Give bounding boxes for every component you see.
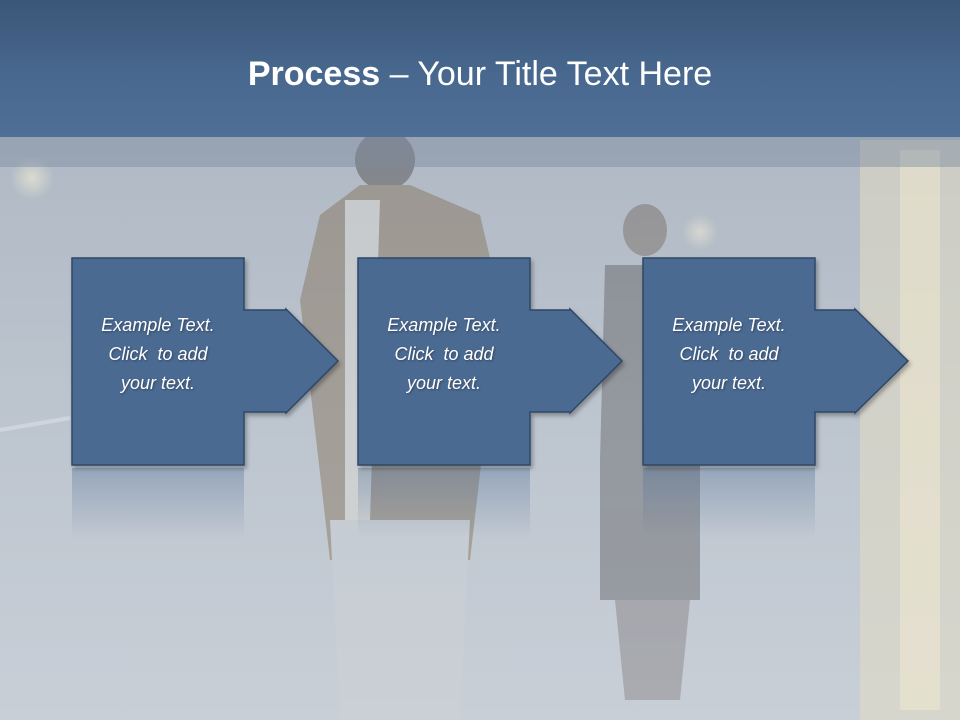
process-step-shape[interactable] [357, 257, 624, 466]
step-line: your text. [406, 373, 482, 393]
title-separator: – [380, 55, 418, 93]
step-line: Example Text. [101, 315, 215, 335]
process-step-text[interactable]: Example Text. Click to add your text. [358, 311, 530, 398]
title-band [0, 137, 960, 167]
road-line [0, 416, 71, 432]
step-line: Click to add [108, 344, 208, 364]
step-line: Example Text. [387, 315, 501, 335]
step-reflection [643, 468, 815, 538]
title-bold: Process [247, 55, 381, 93]
process-step-text[interactable]: Example Text. Click to add your text. [72, 311, 244, 398]
title-rest: Your Title Text Here [417, 55, 713, 93]
step-line: Example Text. [672, 315, 786, 335]
process-step-text[interactable]: Example Text. Click to add your text. [643, 311, 815, 398]
step-line: your text. [691, 373, 767, 393]
step-line: Click to add [394, 344, 494, 364]
process-step-shape[interactable] [71, 257, 340, 466]
slide-title[interactable]: Process – Your Title Text Here [0, 52, 960, 96]
step-line: your text. [120, 373, 196, 393]
title-bar [0, 0, 960, 137]
step-reflection [358, 468, 530, 538]
process-step-shape[interactable] [642, 257, 910, 466]
step-line: Click to add [679, 344, 779, 364]
step-reflection [72, 468, 244, 538]
